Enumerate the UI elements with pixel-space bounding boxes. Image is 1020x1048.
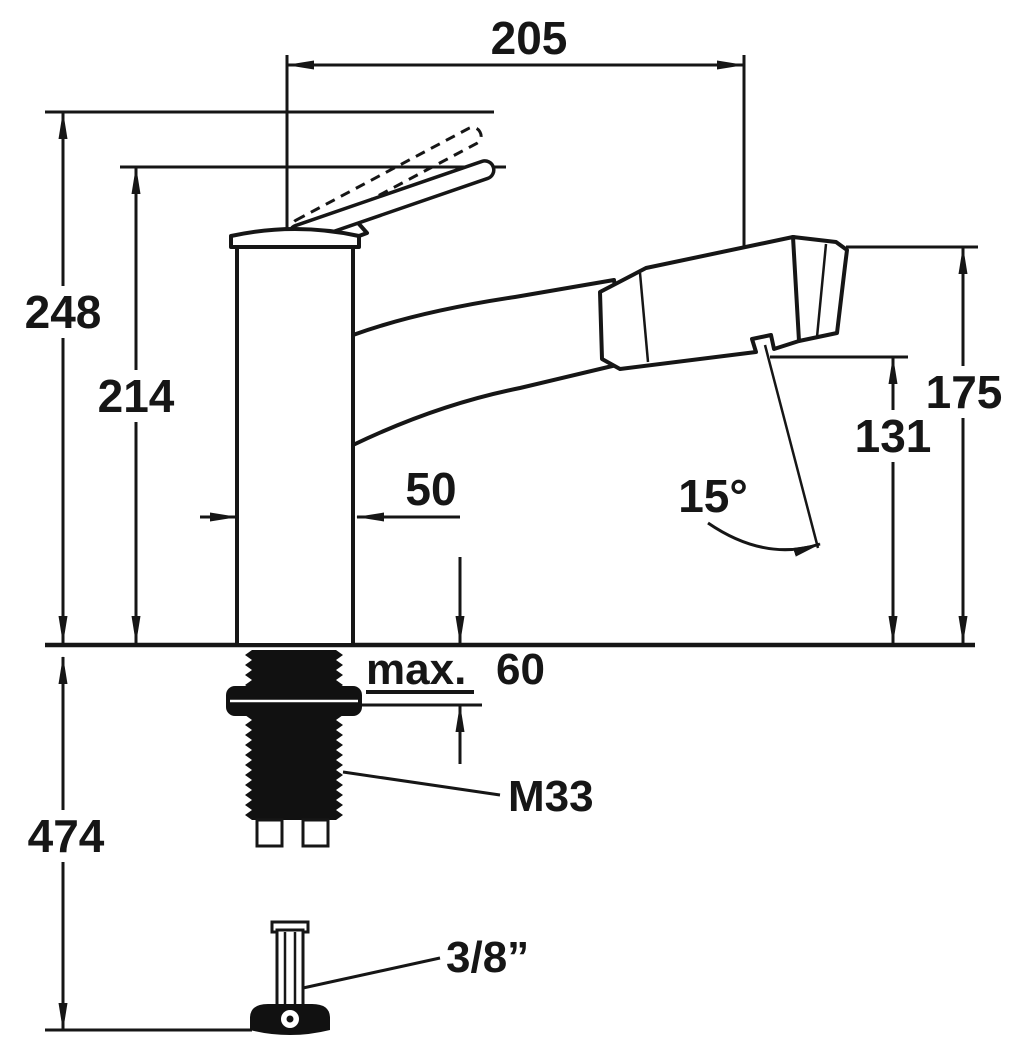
- dim-lever-height-label: 214: [98, 370, 175, 422]
- leader-lines: [302, 690, 501, 990]
- supply-pipe: [275, 928, 305, 1008]
- endcap-line: [815, 243, 828, 338]
- dim-max-word-label: max.: [366, 645, 466, 694]
- spray-head-endcap: [791, 235, 849, 343]
- faucet-body: [235, 245, 355, 647]
- hose-connection-label: 3/8”: [446, 933, 529, 982]
- dim-outlet-height-label: 131: [855, 410, 932, 462]
- thread-leader: [342, 770, 501, 797]
- hose-leader: [302, 956, 441, 990]
- dimension-labels: 205 248 214 175 131 50 15° max. 60 M33 4…: [25, 12, 1003, 982]
- hose-stub-right: [301, 818, 330, 848]
- label-masks: [17, 286, 1010, 862]
- spray-head: [598, 235, 808, 371]
- mounting-parts: [226, 650, 362, 1035]
- dim-base-width-label: 50: [405, 463, 456, 515]
- dim-max-value-label: 60: [496, 645, 545, 694]
- thread-size-label: M33: [508, 772, 594, 821]
- dimension-lines: [58, 60, 968, 1031]
- spray-head-joint-line: [638, 272, 650, 363]
- faucet: [229, 125, 849, 647]
- dim-total-height-label: 248: [25, 286, 102, 338]
- extension-lines: [45, 55, 978, 1032]
- dim-spray-tip-height-label: 175: [926, 366, 1003, 418]
- dim-spray-angle-label: 15°: [678, 470, 748, 522]
- dim-overall-height-label: 474: [28, 810, 105, 862]
- spout: [351, 278, 627, 447]
- hose-stub-left: [255, 818, 284, 848]
- threaded-shank: [245, 650, 343, 820]
- angle-construction: [707, 344, 821, 557]
- dim-top-width-label: 205: [491, 12, 568, 64]
- body-cap: [229, 227, 361, 249]
